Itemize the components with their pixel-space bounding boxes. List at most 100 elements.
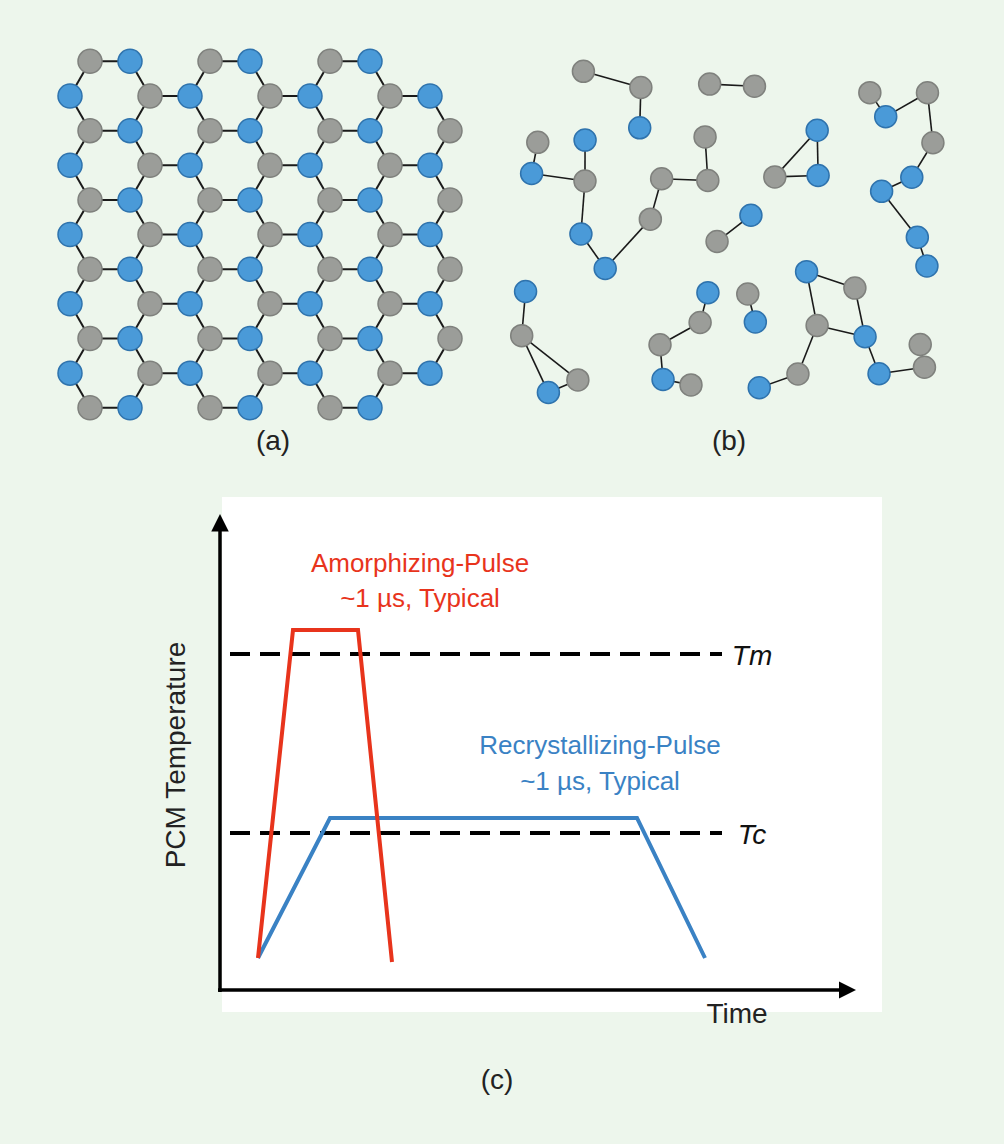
atom-dot [916,255,938,277]
atom-dot [515,280,537,302]
atom-dot [594,258,616,280]
atom-dot [567,369,589,391]
atom-dot [527,131,549,153]
temperature-symbol: Tm [732,641,772,672]
atom-dot [572,60,594,82]
atom-dot [511,325,533,347]
atom-dot [358,326,382,350]
atom-dot [875,106,897,128]
amorphizing-pulse [258,630,392,962]
atom-dot [318,49,342,73]
atom-dot [258,153,282,177]
atom-dot [238,257,262,281]
atom-dot [258,361,282,385]
atom-dot [922,132,944,154]
atom-dot [258,84,282,108]
atom-dot [238,49,262,73]
atom-dot [358,257,382,281]
atom-dot [358,188,382,212]
atom-dot [58,153,82,177]
atom-dot [198,49,222,73]
atom-dot [639,208,661,230]
atom-dot [118,396,142,420]
atom-dot [680,374,702,396]
atom-dot [178,361,202,385]
atom-dot [298,361,322,385]
atom-dot [118,188,142,212]
axis-title: PCM Temperature [161,642,192,869]
atom-dot [694,126,716,148]
atom-dot [806,119,828,141]
y-axis [218,528,222,992]
atom-dot [697,282,719,304]
atom-dot [178,292,202,316]
atom-dot [859,82,881,104]
atom-dot [418,361,442,385]
atom-dot [418,292,442,316]
atom-dot [118,49,142,73]
crystallization-temperature-line [230,831,722,835]
atom-dot [298,223,322,247]
atom-dot [238,119,262,143]
atom-dot [198,326,222,350]
atom-dot [198,119,222,143]
atom-dot [378,84,402,108]
atom-dot [438,119,462,143]
atom-dot [868,363,890,385]
temperature-symbol: Tc [738,820,767,851]
atom-dot [58,361,82,385]
atom-dot [764,166,786,188]
atom-dot [418,84,442,108]
atom-dot [737,283,759,305]
atom-dot [901,166,923,188]
atom-dot [318,188,342,212]
atom-dot [298,153,322,177]
atom-dot [198,257,222,281]
atom-dot [318,326,342,350]
panel-label: (b) [712,426,746,457]
atom-dot [358,49,382,73]
atom-dot [844,277,866,299]
pulse-label: Amorphizing-Pulse [311,549,529,578]
pulse-duration: ~1 µs, Typical [520,767,680,796]
atom-dot [689,311,711,333]
atom-dot [418,223,442,247]
atom-dot [138,84,162,108]
atom-dot [706,231,728,253]
atom-dot [138,153,162,177]
atom-dot [807,165,829,187]
atom-dot [574,170,596,192]
atom-dot [652,368,674,390]
atom-dot [138,361,162,385]
melt-temperature-line [230,652,722,656]
atom-dot [358,396,382,420]
atom-dot [378,361,402,385]
atom-dot [629,117,651,139]
atom-dot [806,315,828,337]
atom-dot [438,188,462,212]
atom-dot [743,75,765,97]
atom-dot [537,382,559,404]
atom-dot [58,84,82,108]
atom-dot [699,73,721,95]
x-axis [218,988,842,992]
crystal-lattice [58,49,462,419]
atom-dot [78,188,102,212]
atom-dot [570,223,592,245]
atom-dot [78,257,102,281]
atom-dot [378,223,402,247]
atom-dot [378,292,402,316]
atom-dot [138,223,162,247]
amorphous-network [511,60,944,403]
atom-dot [138,292,162,316]
atom-dot [438,257,462,281]
atom-dot [521,163,543,185]
panel-label: (c) [481,1065,514,1096]
atom-dot [178,84,202,108]
atom-dot [418,153,442,177]
atom-dot [258,223,282,247]
atom-dot [871,180,893,202]
atom-dot [906,226,928,248]
atom-dot [913,356,935,378]
atom-dot [854,326,876,348]
